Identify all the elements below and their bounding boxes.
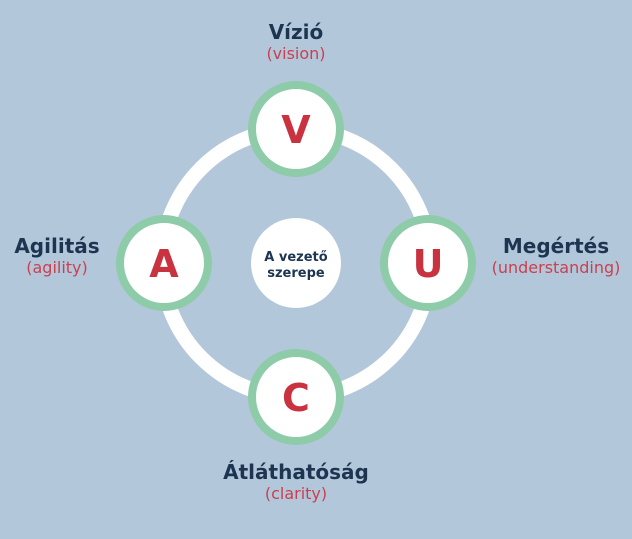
label-vision-title: Vízió: [268, 20, 324, 44]
label-understanding-subtitle: (understanding): [491, 258, 621, 277]
center-circle: A vezető szerepe: [251, 218, 341, 308]
label-understanding-title: Megértés: [502, 234, 610, 258]
node-understanding: U: [380, 215, 476, 311]
label-vision: Vízió (vision): [196, 22, 396, 62]
label-agility-subtitle: (agility): [26, 258, 88, 277]
node-letter-u: U: [413, 242, 444, 286]
node-letter-v: V: [281, 108, 311, 152]
label-vision-subtitle: (vision): [266, 44, 326, 63]
node-clarity: C: [248, 349, 344, 445]
node-vision: V: [248, 81, 344, 177]
center-label-line2: szerepe: [267, 266, 325, 281]
node-agility: A: [116, 215, 212, 311]
label-agility-title: Agilitás: [14, 234, 100, 258]
node-letter-c: C: [282, 376, 310, 420]
label-clarity: Átláthatóság (clarity): [186, 462, 406, 502]
node-letter-a: A: [149, 242, 179, 286]
label-clarity-title: Átláthatóság: [223, 460, 369, 484]
center-label-line1: A vezető: [264, 250, 327, 265]
label-understanding: Megértés (understanding): [480, 236, 632, 276]
label-agility: Agilitás (agility): [0, 236, 114, 276]
label-clarity-subtitle: (clarity): [264, 484, 328, 503]
